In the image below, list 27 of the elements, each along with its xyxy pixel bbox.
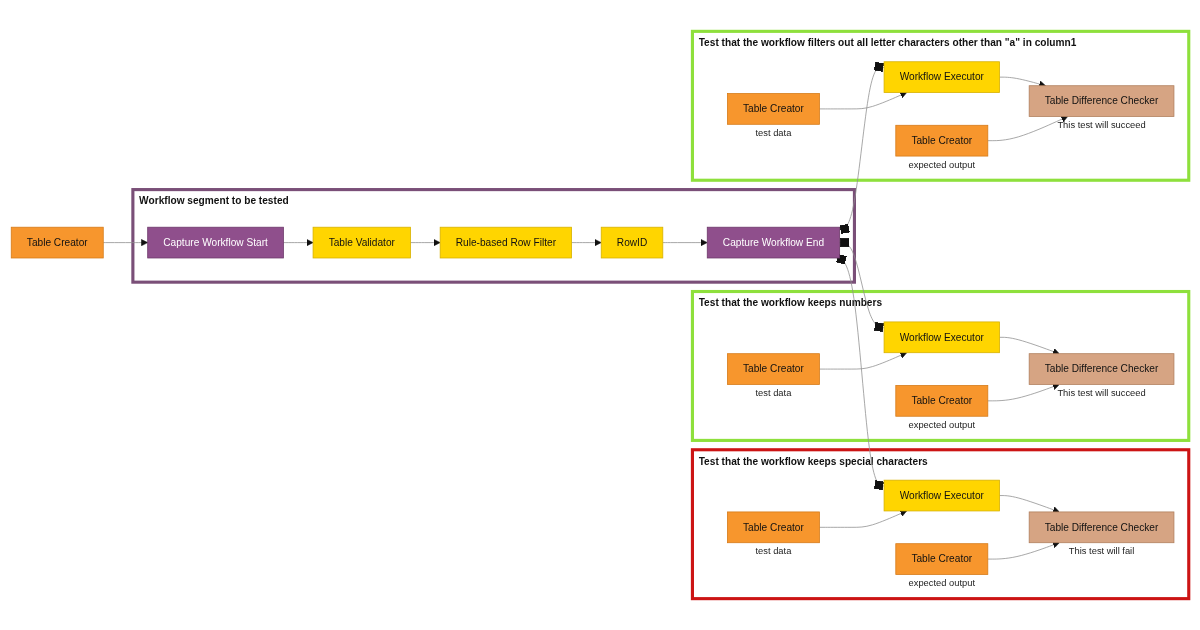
node-box: Table Creator — [727, 93, 820, 125]
node-box: Capture Workflow Start — [147, 226, 284, 259]
node-box: Table Creator — [895, 124, 989, 157]
node-box: Table Creator — [895, 385, 989, 417]
node-caption: This test will succeed — [1057, 388, 1146, 399]
node-caption: expected output — [908, 578, 976, 589]
node-caption: test data — [755, 388, 792, 399]
node-caption: expected output — [908, 419, 976, 430]
node-box: Workflow Executor — [883, 61, 1000, 93]
node-caption: test data — [755, 128, 792, 138]
node-box: Workflow Executor — [883, 479, 1000, 512]
node-box: Workflow Executor — [883, 321, 1000, 354]
node-box: Table Difference Checker — [1028, 353, 1175, 385]
node-box: Table Creator — [727, 511, 820, 544]
node-caption: test data — [755, 546, 792, 557]
node-box: Table Creator — [727, 353, 820, 385]
node-caption: This test will succeed — [1057, 120, 1146, 131]
node-box: Table Difference Checker — [1028, 85, 1175, 117]
node-box: Table Creator — [10, 226, 104, 259]
node-box: Capture Workflow End — [706, 226, 840, 259]
node-box: Table Creator — [895, 543, 989, 575]
node-caption: This test will fail — [1068, 546, 1135, 557]
node-box: Table Validator — [312, 226, 411, 259]
node-box: Rule-based Row Filter — [439, 226, 572, 259]
node-box: Table Difference Checker — [1028, 511, 1175, 544]
node-caption: expected output — [908, 159, 976, 170]
node-box: RowID — [600, 226, 664, 259]
